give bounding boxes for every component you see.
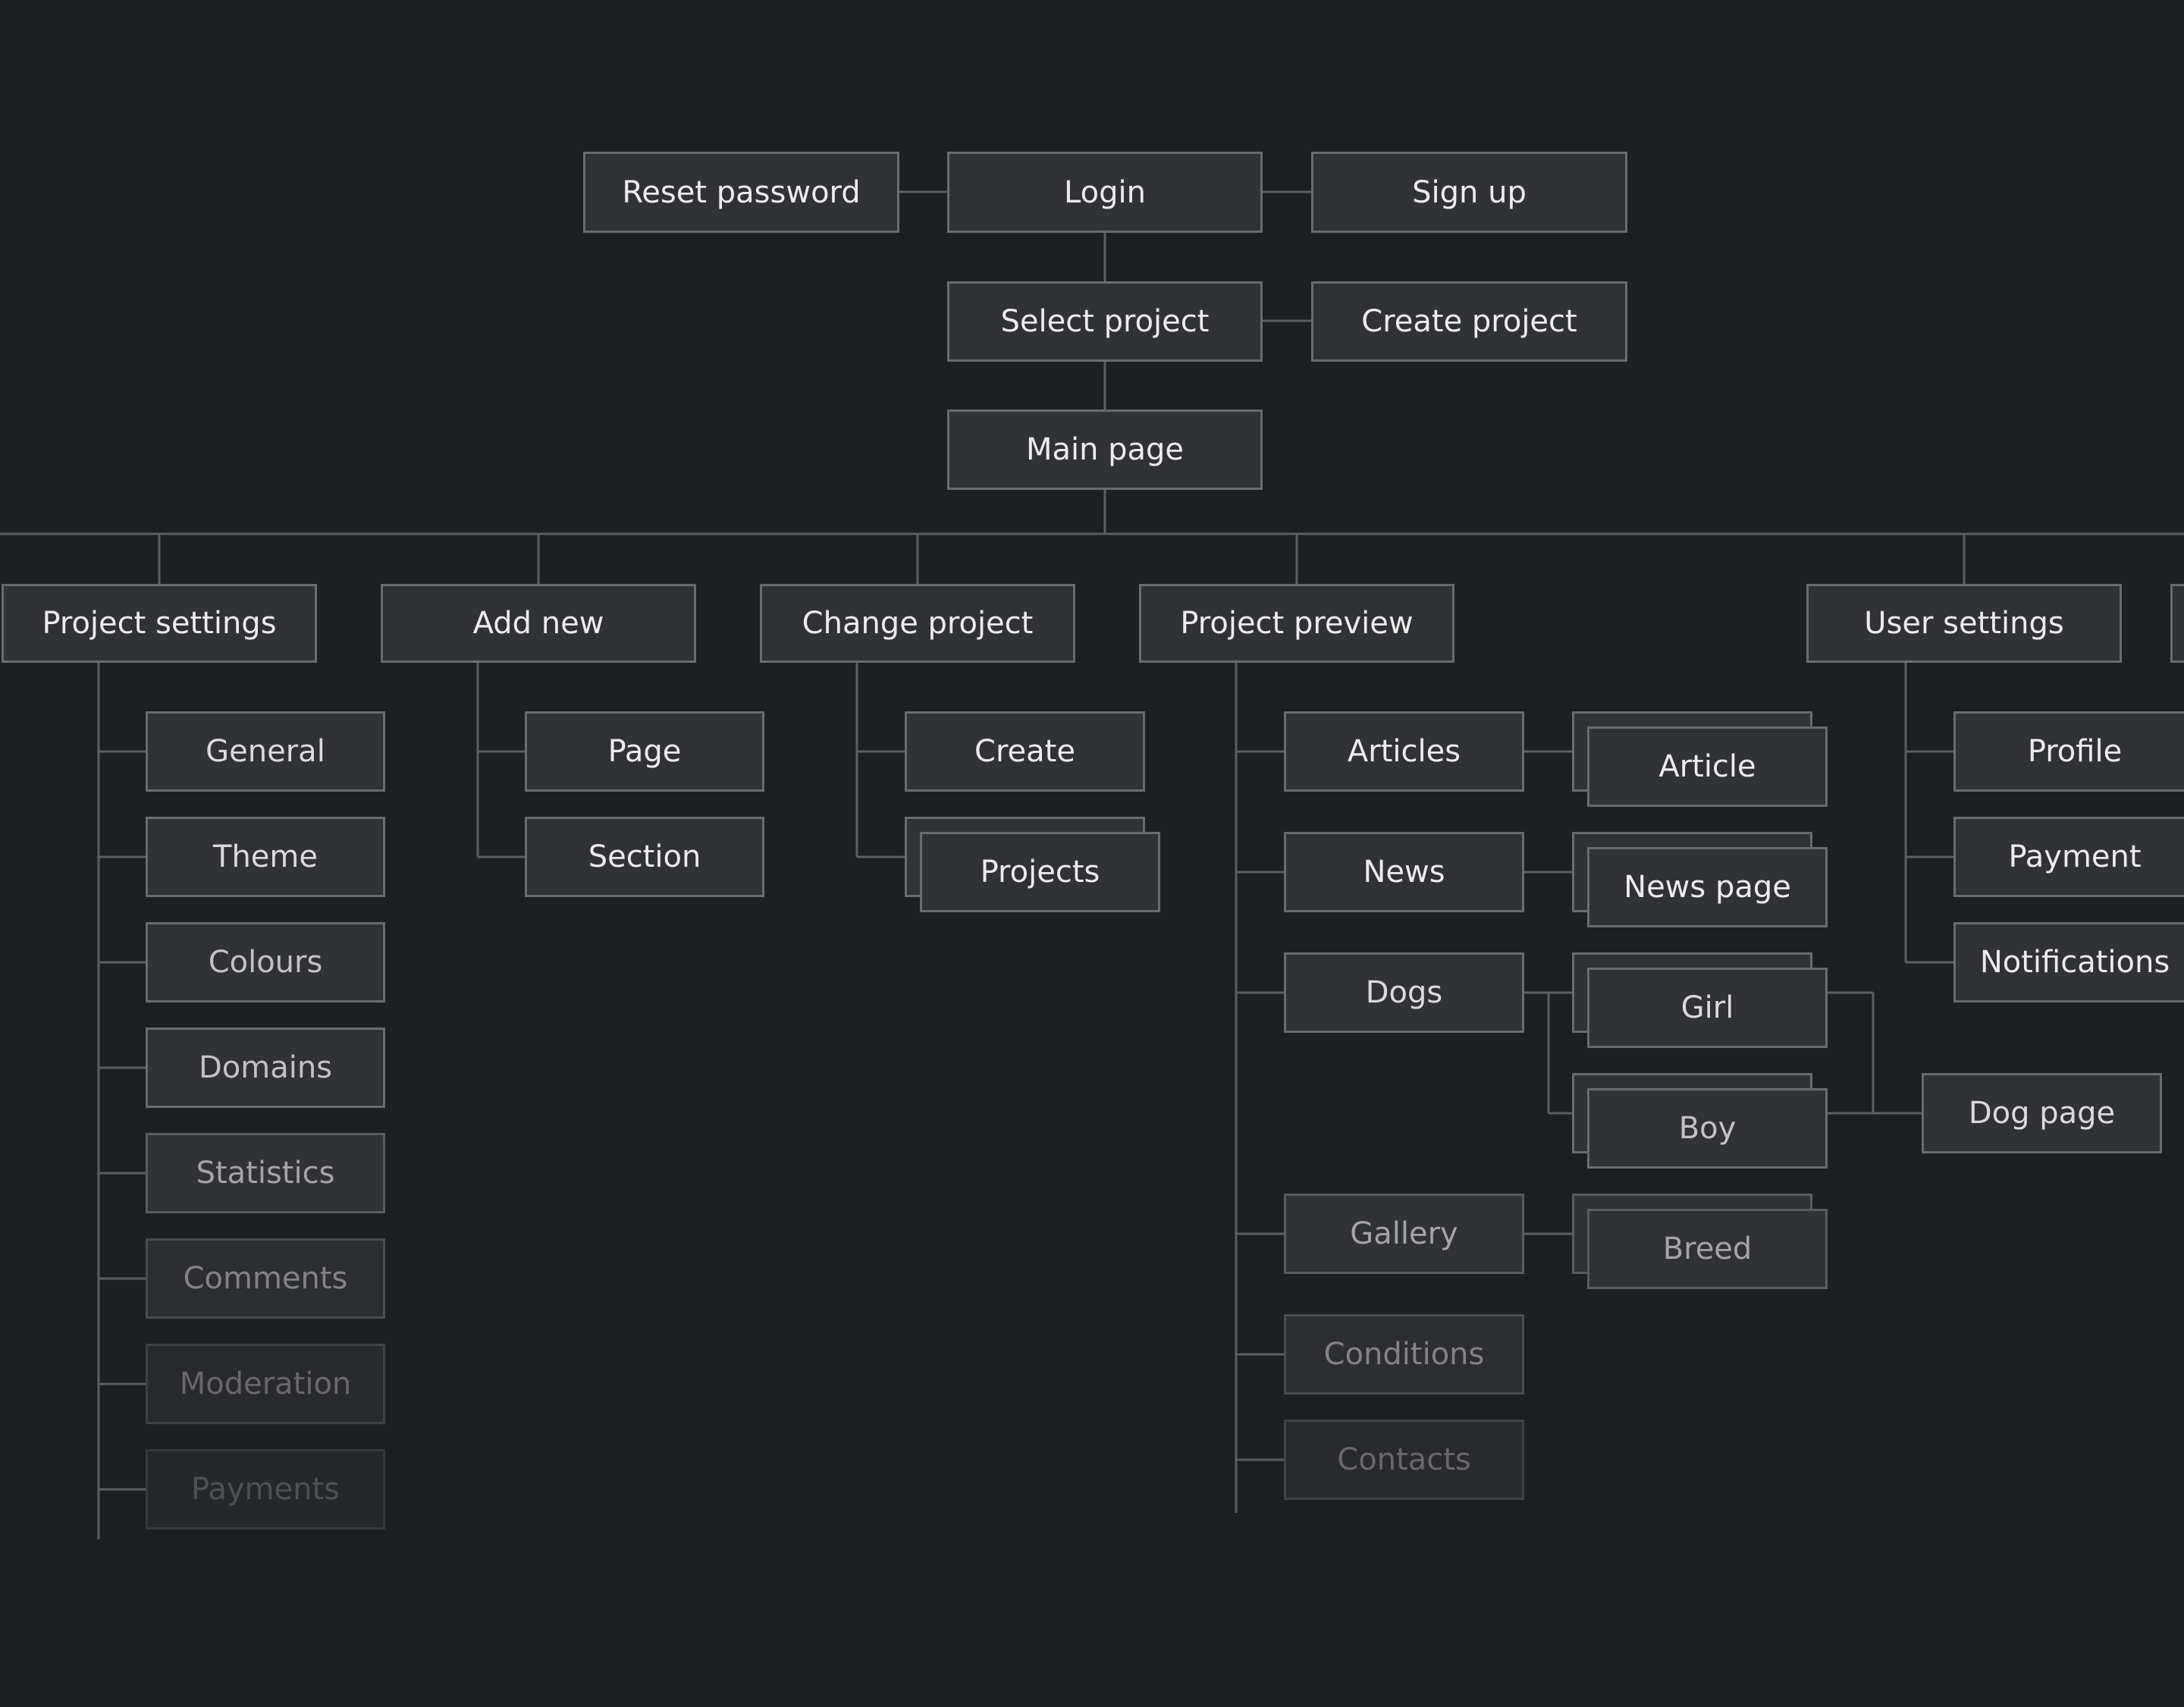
girl-node[interactable]: Girl bbox=[1587, 968, 1828, 1048]
section-label: Section bbox=[588, 839, 701, 874]
projects-node[interactable]: Projects bbox=[920, 832, 1160, 912]
page-node[interactable]: Page bbox=[525, 711, 764, 792]
select-project-label: Select project bbox=[1000, 304, 1210, 339]
dogs-label: Dogs bbox=[1365, 975, 1443, 1010]
main-page-label: Main page bbox=[1025, 432, 1185, 467]
add-new-label: Add new bbox=[472, 606, 604, 641]
add-new-node[interactable]: Add new bbox=[381, 584, 696, 663]
notifications-label: Notifications bbox=[1979, 945, 2170, 980]
gallery-label: Gallery bbox=[1350, 1216, 1458, 1251]
news-node[interactable]: News bbox=[1284, 832, 1524, 912]
conditions-node[interactable]: Conditions bbox=[1284, 1314, 1524, 1395]
contacts-label: Contacts bbox=[1337, 1442, 1471, 1477]
section-node[interactable]: Section bbox=[525, 817, 764, 897]
reset-password-node[interactable]: Reset password bbox=[583, 152, 899, 233]
create-node[interactable]: Create bbox=[905, 711, 1145, 792]
reset-password-label: Reset password bbox=[622, 174, 861, 210]
user-settings-node[interactable]: User settings bbox=[1806, 584, 2122, 663]
colours-label: Colours bbox=[208, 945, 323, 980]
payment-node[interactable]: Payment bbox=[1953, 817, 2184, 897]
profile-label: Profile bbox=[2027, 734, 2123, 769]
login-label: Login bbox=[1064, 174, 1146, 210]
project-preview-node[interactable]: Project preview bbox=[1139, 584, 1454, 663]
user-settings-label: User settings bbox=[1864, 606, 2064, 641]
login-node[interactable]: Login bbox=[947, 152, 1263, 233]
payments-node[interactable]: Payments bbox=[146, 1449, 385, 1530]
moderation-node[interactable]: Moderation bbox=[146, 1344, 385, 1424]
comments-label: Comments bbox=[183, 1261, 348, 1296]
payment-label: Payment bbox=[2008, 839, 2142, 874]
moderation-label: Moderation bbox=[179, 1367, 352, 1401]
main-page-node[interactable]: Main page bbox=[947, 409, 1263, 490]
contacts-node[interactable]: Contacts bbox=[1284, 1420, 1524, 1500]
articles-label: Articles bbox=[1347, 734, 1461, 769]
domains-node[interactable]: Domains bbox=[146, 1028, 385, 1108]
create-project-node[interactable]: Create project bbox=[1311, 281, 1627, 362]
article-node[interactable]: Article bbox=[1587, 726, 1828, 807]
general-label: General bbox=[206, 734, 325, 769]
general-node[interactable]: General bbox=[146, 711, 385, 792]
dog-page-label: Dog page bbox=[1968, 1096, 2116, 1131]
change-project-label: Change project bbox=[802, 606, 1034, 641]
theme-node[interactable]: Theme bbox=[146, 817, 385, 897]
article-label: Article bbox=[1658, 749, 1756, 784]
select-project-node[interactable]: Select project bbox=[947, 281, 1263, 362]
project-settings-node[interactable]: Project settings bbox=[2, 584, 317, 663]
news-page-node[interactable]: News page bbox=[1587, 847, 1828, 927]
profile-node[interactable]: Profile bbox=[1953, 711, 2184, 792]
projects-label: Projects bbox=[980, 855, 1100, 890]
news-label: News bbox=[1363, 855, 1445, 890]
change-project-node[interactable]: Change project bbox=[760, 584, 1075, 663]
conditions-label: Conditions bbox=[1323, 1337, 1485, 1372]
statistics-node[interactable]: Statistics bbox=[146, 1133, 385, 1213]
theme-label: Theme bbox=[213, 839, 318, 874]
sign-up-node[interactable]: Sign up bbox=[1311, 152, 1627, 233]
colours-node[interactable]: Colours bbox=[146, 922, 385, 1003]
breed-node[interactable]: Breed bbox=[1587, 1209, 1828, 1289]
offscreen-section-node[interactable] bbox=[2170, 584, 2184, 663]
comments-node[interactable]: Comments bbox=[146, 1238, 385, 1319]
articles-node[interactable]: Articles bbox=[1284, 711, 1524, 792]
notifications-node[interactable]: Notifications bbox=[1953, 922, 2184, 1003]
page-label: Page bbox=[607, 734, 682, 769]
boy-label: Boy bbox=[1678, 1111, 1737, 1146]
project-preview-label: Project preview bbox=[1180, 606, 1414, 641]
girl-label: Girl bbox=[1680, 990, 1734, 1025]
domains-label: Domains bbox=[198, 1050, 333, 1085]
gallery-node[interactable]: Gallery bbox=[1284, 1194, 1524, 1274]
payments-label: Payments bbox=[191, 1472, 340, 1507]
dog-page-node[interactable]: Dog page bbox=[1922, 1073, 2162, 1153]
create-label: Create bbox=[974, 734, 1075, 769]
sign-up-label: Sign up bbox=[1412, 174, 1527, 210]
boy-node[interactable]: Boy bbox=[1587, 1088, 1828, 1169]
create-project-label: Create project bbox=[1361, 304, 1577, 339]
project-settings-label: Project settings bbox=[42, 606, 277, 641]
statistics-label: Statistics bbox=[196, 1156, 335, 1191]
dogs-node[interactable]: Dogs bbox=[1284, 952, 1524, 1033]
news-page-label: News page bbox=[1624, 870, 1791, 905]
breed-label: Breed bbox=[1662, 1232, 1753, 1266]
